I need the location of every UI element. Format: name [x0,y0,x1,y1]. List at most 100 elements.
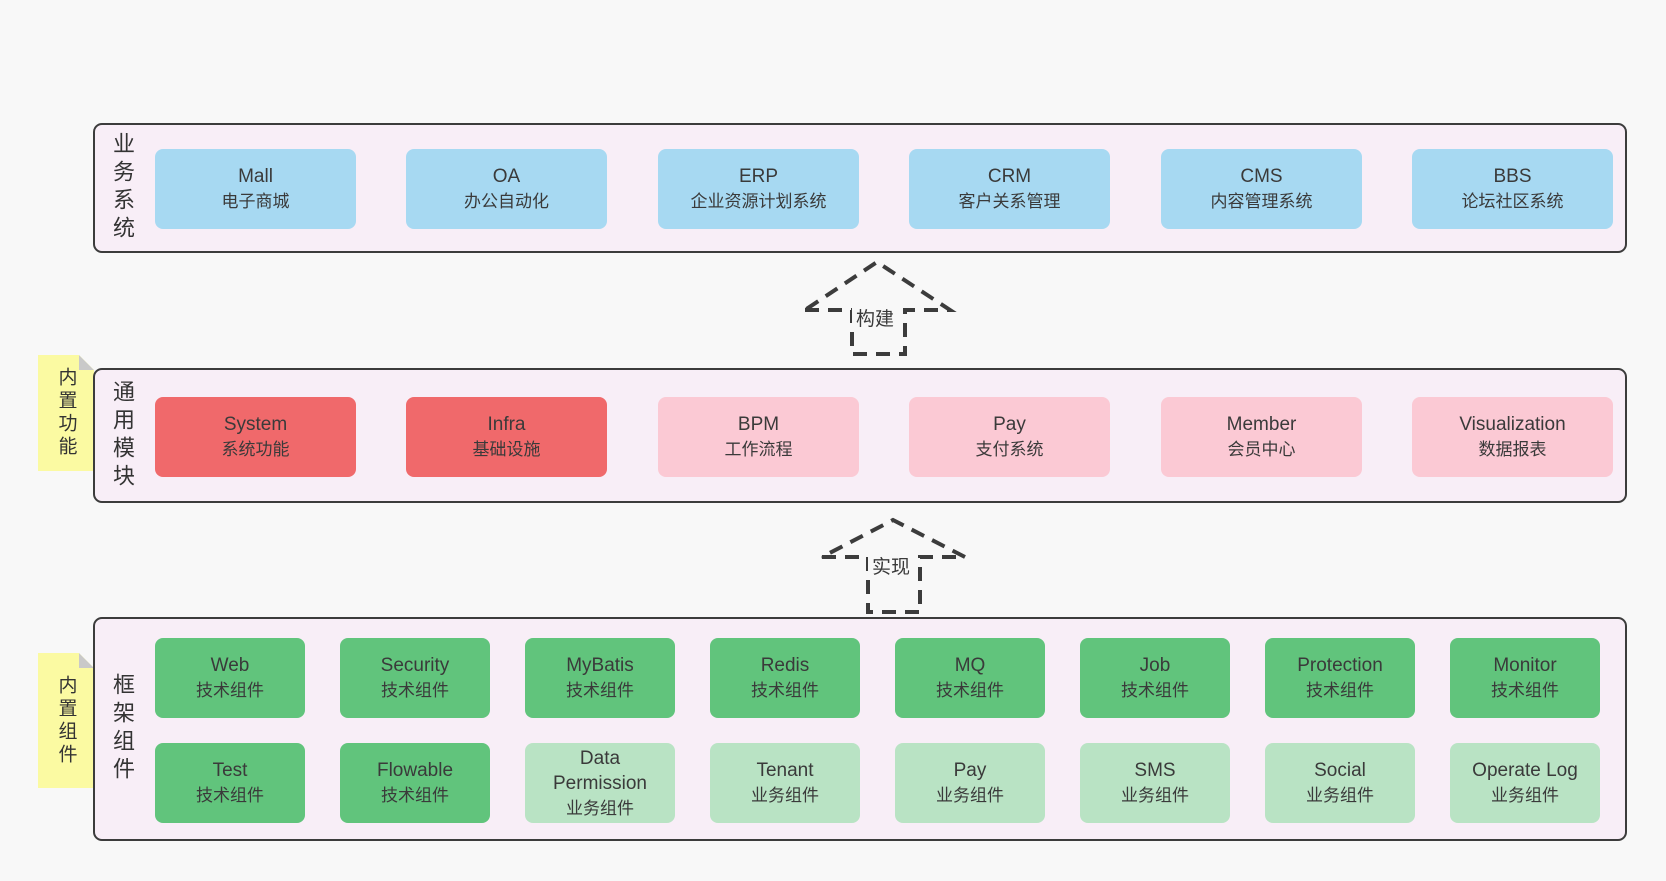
box-security: Security 技术组件 [340,638,490,718]
box-mq: MQ 技术组件 [895,638,1045,718]
box-name: CMS [1240,166,1283,187]
box-oa: OA 办公自动化 [406,149,607,229]
fold-corner-icon [79,653,94,668]
box-subtitle: 内容管理系统 [1210,192,1313,211]
box-name: BBS [1493,166,1532,187]
box-name: Monitor [1493,655,1557,676]
box-name: Social [1314,760,1366,781]
box-name: System [223,414,288,435]
box-name: Visualization [1459,414,1566,435]
tab-built-in-features: 内置功能 [38,355,94,471]
box-name: Pay [953,760,987,781]
tab-label: 内置功能 [55,367,77,459]
box-name: MQ [954,655,986,676]
box-subtitle: 业务组件 [751,786,819,805]
layer-label-text: 框架组件 [110,673,135,785]
box-subtitle: 客户关系管理 [958,192,1061,211]
box-name: Mall [238,166,273,187]
box-subtitle: 会员中心 [1227,440,1296,459]
box-subtitle: 业务组件 [936,786,1004,805]
box-subtitle: 技术组件 [1491,681,1559,700]
tab-label: 内置组件 [55,674,77,767]
box-social: Social 业务组件 [1265,743,1415,823]
box-mybatis: MyBatis 技术组件 [525,638,675,718]
box-subtitle: 业务组件 [1121,786,1189,805]
box-name: Job [1139,655,1171,676]
box-subtitle: 业务组件 [1306,786,1374,805]
layer-label-common-modules: 通用模块 [106,370,138,501]
box-tenant: Tenant 业务组件 [710,743,860,823]
box-name: Infra [487,414,526,435]
box-redis: Redis 技术组件 [710,638,860,718]
box-subtitle: 技术组件 [196,681,264,700]
box-subtitle: 办公自动化 [464,192,549,211]
box-name: Protection [1297,655,1383,676]
box-name: Test [212,760,248,781]
box-subtitle: 基础设施 [472,440,541,459]
box-name: Tenant [756,760,814,781]
box-name: Web [210,655,250,676]
layer-common-modules: 通用模块 System 系统功能 Infra 基础设施 BPM 工作流程 Pay… [93,368,1627,503]
box-subtitle: 企业资源计划系统 [690,192,827,211]
implement-arrow-label: 实现 [868,556,915,580]
tab-built-in-components: 内置组件 [38,653,94,788]
box-flowable: Flowable 技术组件 [340,743,490,823]
box-name: CRM [987,166,1032,187]
box-name: Pay [993,414,1026,435]
box-mall: Mall 电子商城 [155,149,356,229]
layer-business-systems: 业务系统 Mall 电子商城 OA 办公自动化 ERP 企业资源计划系统 CRM… [93,123,1627,253]
box-subtitle: 技术组件 [566,681,634,700]
box-subtitle: 论坛社区系统 [1461,192,1564,211]
box-name: Flowable [376,760,454,781]
box-job: Job 技术组件 [1080,638,1230,718]
box-protection: Protection 技术组件 [1265,638,1415,718]
box-test: Test 技术组件 [155,743,305,823]
box-name: MyBatis [566,655,634,676]
box-member: Member 会员中心 [1161,397,1362,477]
box-subtitle: 系统功能 [221,440,290,459]
layer-framework-components: 框架组件 Web 技术组件 Security 技术组件 MyBatis 技术组件… [93,617,1627,841]
box-operate-log: Operate Log 业务组件 [1450,743,1600,823]
build-arrow-label: 构建 [852,308,899,332]
box-crm: CRM 客户关系管理 [909,149,1110,229]
box-subtitle: 技术组件 [1121,681,1189,700]
box-pay-biz: Pay 业务组件 [895,743,1045,823]
box-subtitle: 技术组件 [196,786,264,805]
box-visualization: Visualization 数据报表 [1412,397,1613,477]
box-sms: SMS 业务组件 [1080,743,1230,823]
build-arrow [798,259,957,356]
box-subtitle: 技术组件 [381,681,449,700]
box-web: Web 技术组件 [155,638,305,718]
box-name: Member [1226,414,1297,435]
box-name: BPM [737,414,780,435]
box-system: System 系统功能 [155,397,356,477]
box-name: OA [492,166,521,187]
box-pay: Pay 支付系统 [909,397,1110,477]
box-name: Redis [760,655,810,676]
box-bbs: BBS 论坛社区系统 [1412,149,1613,229]
box-bpm: BPM 工作流程 [658,397,859,477]
fold-corner-icon [79,355,94,370]
box-subtitle: 数据报表 [1478,440,1547,459]
box-subtitle: 技术组件 [936,681,1004,700]
box-subtitle: 业务组件 [566,798,634,818]
box-subtitle: 工作流程 [724,440,793,459]
box-subtitle: 技术组件 [1306,681,1374,700]
box-name: Operate Log [1472,760,1578,781]
layer-label-text: 业务系统 [110,132,135,244]
box-data-permission: Data Permission 业务组件 [525,743,675,823]
layer-label-business-systems: 业务系统 [106,125,138,251]
layer-label-framework-components: 框架组件 [106,619,138,839]
box-monitor: Monitor 技术组件 [1450,638,1600,718]
box-name: ERP [738,166,779,187]
box-cms: CMS 内容管理系统 [1161,149,1362,229]
box-infra: Infra 基础设施 [406,397,607,477]
box-name: Security [380,655,450,676]
box-subtitle: 技术组件 [381,786,449,805]
box-subtitle: 技术组件 [751,681,819,700]
box-name: SMS [1134,760,1176,781]
layer-label-text: 通用模块 [110,379,135,492]
box-erp: ERP 企业资源计划系统 [658,149,859,229]
box-subtitle: 支付系统 [975,440,1044,459]
